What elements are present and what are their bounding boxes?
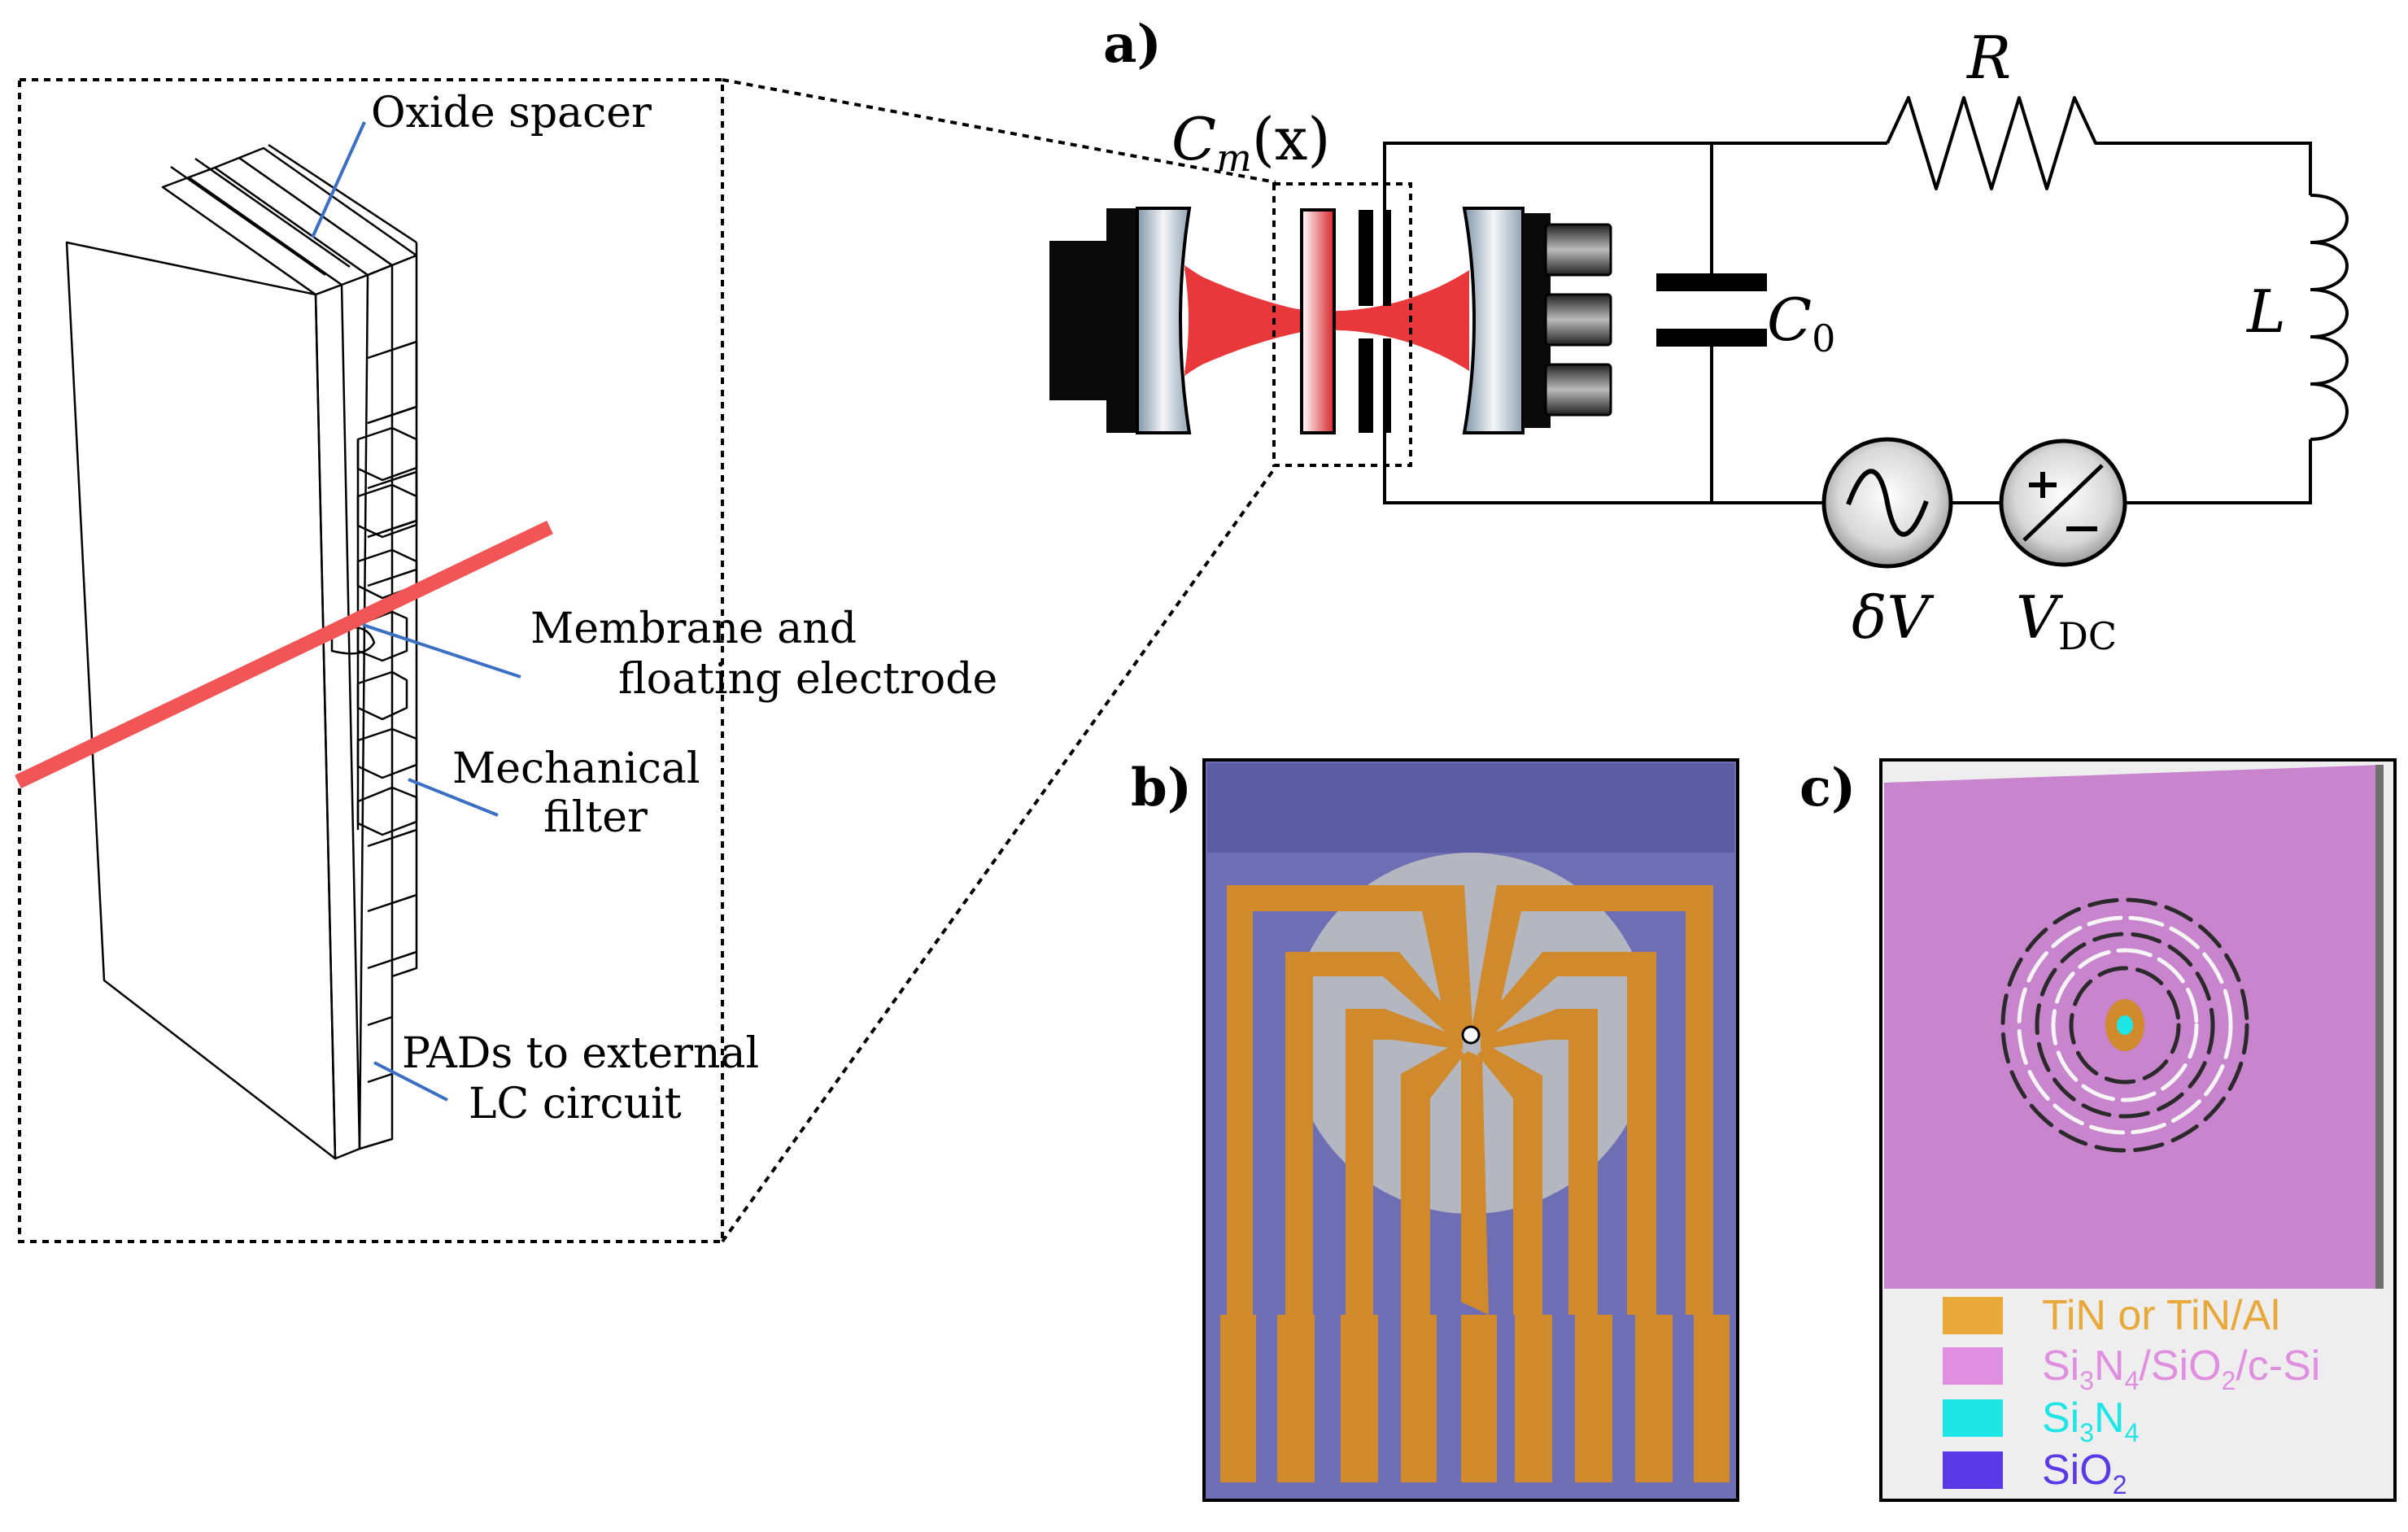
legend-label-0: TiN or TiN/Al [2042, 1292, 2280, 1339]
panel-b-label: b) [1131, 757, 1192, 818]
panel-c: c) TiN or TiN/Al Si3N4/SiO2/c-Si S [1799, 757, 2397, 1502]
label-dv: δV [1852, 583, 1935, 652]
panel-c-label: c) [1799, 757, 1856, 818]
legend-swatch-1 [1943, 1347, 2003, 1385]
legend-swatch-0 [1943, 1297, 2003, 1334]
circuit-wires [1383, 142, 2312, 504]
legend-swatch-2 [1943, 1399, 2003, 1437]
device-sketch: Oxide spacer Membrane and floating elect… [15, 78, 1277, 1243]
panel-b: b) [1131, 757, 1739, 1502]
left-mirror [1136, 207, 1192, 434]
zoom-line-top [722, 78, 1276, 184]
panel-a: a) [1049, 14, 2349, 658]
membrane-plate [1300, 208, 1336, 434]
panel-a-label: a) [1103, 14, 1162, 75]
label-pads-2: LC circuit [469, 1080, 682, 1128]
electrode-bottom [1359, 338, 1373, 433]
zoom-line-bottom [721, 465, 1277, 1243]
label-membrane-1: Membrane and [530, 605, 857, 653]
legend-label-3: SiO2 [2042, 1447, 2127, 1499]
c0-plate-bottom [1656, 329, 1767, 347]
label-cm: Cm(x) [1171, 105, 1331, 180]
label-pads-1: PADs to external [402, 1029, 759, 1078]
cm-box [1272, 182, 1412, 467]
zoom-box [18, 78, 724, 1243]
label-oxide-spacer: Oxide spacer [371, 89, 652, 137]
device-outline [65, 143, 418, 1160]
label-r: R [1965, 24, 2011, 92]
center-nitride [2117, 1015, 2133, 1035]
label-l: L [2245, 277, 2286, 346]
legend-label-2: Si3N4 [2042, 1395, 2139, 1447]
label-c0: C0 [1767, 286, 1835, 360]
right-mirror [1462, 207, 1525, 434]
label-filter-1: Mechanical [452, 744, 700, 793]
laser-beam [15, 520, 553, 789]
leader-lines [311, 121, 521, 1102]
label-filter-2: filter [543, 793, 648, 842]
legend: TiN or TiN/Al Si3N4/SiO2/c-Si Si3N4 SiO2 [1943, 1292, 2320, 1499]
label-vdc: VDC [2016, 583, 2117, 658]
chip-center-hole [1461, 1025, 1481, 1045]
resistor-r [1886, 96, 2107, 190]
c0-plate-top [1656, 273, 1767, 291]
electrode-top [1359, 210, 1373, 306]
gold-traces [1220, 885, 1730, 1482]
legend-swatch-3 [1943, 1451, 2003, 1489]
slit-rings [2000, 897, 2249, 1153]
label-membrane-2: floating electrode [618, 655, 997, 704]
legend-label-1: Si3N4/SiO2/c-Si [2042, 1342, 2320, 1395]
inductor-l [2310, 194, 2349, 441]
